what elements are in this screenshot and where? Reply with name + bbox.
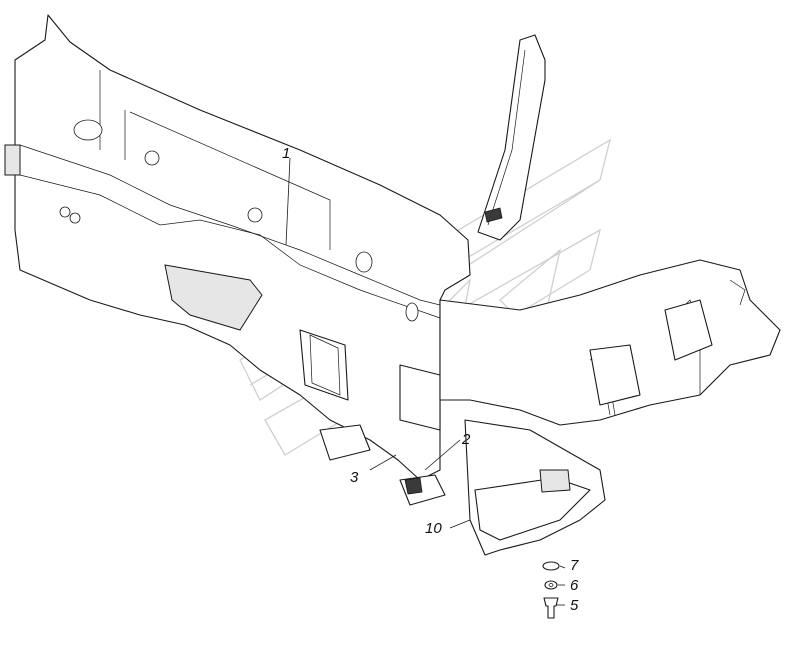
fasteners bbox=[542, 561, 560, 619]
bolt-5 bbox=[543, 597, 559, 619]
callout-1: 1 bbox=[282, 145, 290, 162]
callout-10: 10 bbox=[425, 520, 442, 537]
floor-frame bbox=[439, 259, 781, 426]
washer-7 bbox=[542, 561, 560, 571]
support-bracket bbox=[319, 419, 606, 556]
leader-lines bbox=[285, 157, 566, 606]
callout-3: 3 bbox=[350, 469, 359, 486]
callout-6: 6 bbox=[570, 577, 579, 594]
callout-2: 2 bbox=[461, 431, 471, 448]
cab-front-panel bbox=[4, 14, 471, 481]
windshield-pillar bbox=[477, 34, 546, 241]
callout-5: 5 bbox=[570, 597, 579, 614]
callout-7: 7 bbox=[570, 557, 579, 574]
